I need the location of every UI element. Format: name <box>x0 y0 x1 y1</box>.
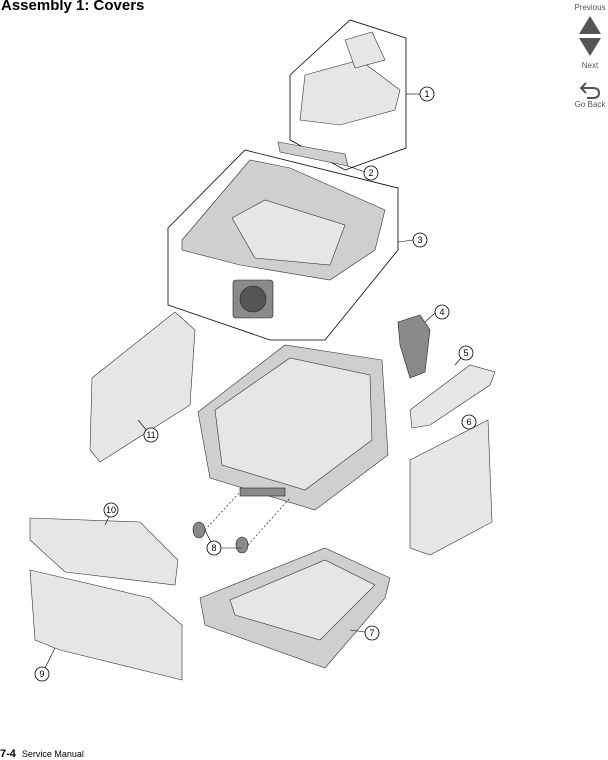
callout-4: 4 <box>434 304 450 320</box>
exploded-view-diagram: 1 2 3 4 5 6 7 8 9 10 11 <box>29 19 496 682</box>
cover-flap-part <box>344 31 386 69</box>
callout-7: 7 <box>364 625 380 641</box>
front-panel-part <box>29 517 179 586</box>
svg-text:9: 9 <box>39 669 44 679</box>
roller-shaft-part <box>239 487 286 497</box>
top-cover-part <box>299 59 401 126</box>
callout-8: 8 <box>206 540 222 556</box>
nav-panel: Previous Next Go Back <box>572 3 608 109</box>
side-rail-part <box>409 364 496 429</box>
group-box-3 <box>167 149 399 341</box>
callout-2: 2 <box>363 165 379 181</box>
svg-text:10: 10 <box>106 505 116 515</box>
callout-9: 9 <box>34 666 50 682</box>
front-cover-part <box>29 569 183 681</box>
previous-arrow-icon[interactable] <box>578 15 602 35</box>
bar-part <box>277 141 349 167</box>
roller-part <box>192 521 206 539</box>
svg-text:4: 4 <box>439 307 444 317</box>
callout-1: 1 <box>419 86 435 102</box>
go-back-icon[interactable] <box>578 80 602 100</box>
previous-label[interactable]: Previous <box>574 3 606 12</box>
callout-6: 6 <box>461 414 477 430</box>
group-box-1 <box>289 19 407 171</box>
roller-part <box>235 536 249 554</box>
channel-part <box>231 199 346 266</box>
svg-text:2: 2 <box>368 168 373 178</box>
page-footer: 7-4 Service Manual <box>0 748 84 760</box>
page-title: Assembly 1: Covers <box>1 0 145 14</box>
svg-text:5: 5 <box>463 348 468 358</box>
svg-text:7: 7 <box>369 628 374 638</box>
svg-text:1: 1 <box>424 89 429 99</box>
right-cover-part <box>409 419 493 556</box>
manual-name: Service Manual <box>21 749 84 759</box>
svg-text:11: 11 <box>146 430 155 440</box>
bracket-part <box>397 314 431 379</box>
next-label[interactable]: Next <box>581 61 599 70</box>
callout-10: 10 <box>103 502 119 518</box>
svg-text:3: 3 <box>417 235 422 245</box>
go-back-label[interactable]: Go Back <box>574 100 606 109</box>
callout-5: 5 <box>458 345 474 361</box>
page-number: 7-4 <box>0 748 16 760</box>
callout-3: 3 <box>412 232 428 248</box>
tray-inner-part <box>229 559 376 641</box>
next-arrow-icon[interactable] <box>578 37 602 57</box>
callout-11: 11 <box>143 427 159 443</box>
svg-text:8: 8 <box>211 543 216 553</box>
left-cover-part <box>89 311 196 463</box>
inner-frame-part <box>214 357 373 491</box>
svg-text:6: 6 <box>466 417 471 427</box>
